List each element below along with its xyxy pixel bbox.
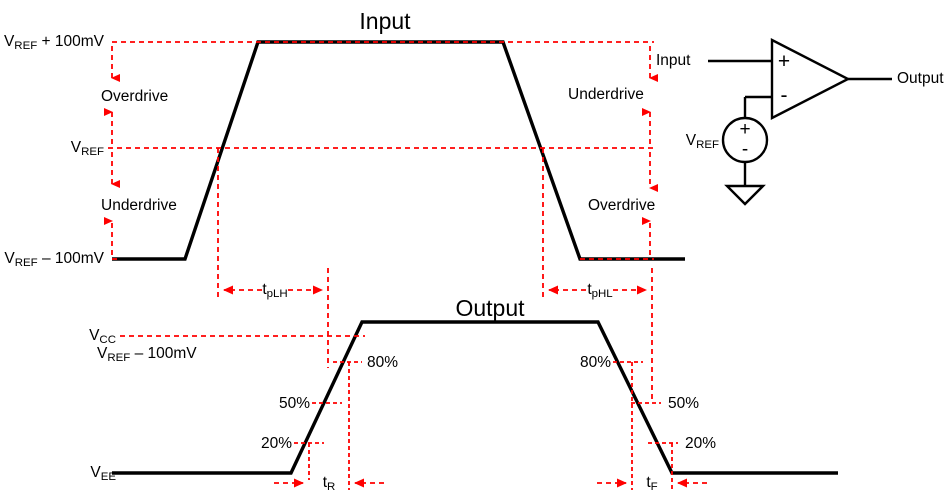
vee-label: VEE (90, 464, 116, 483)
tphl-label: tpHL (587, 281, 613, 300)
rise-percent-markers (294, 361, 362, 490)
vref-plus-100mv-label: VREF + 100mV (3, 33, 104, 52)
fall-20-percent-label: 20% (685, 435, 717, 452)
opamp-plus-terminal: + (777, 50, 791, 73)
fall-80-percent-label: 80% (579, 354, 611, 371)
source-plus-symbol: + (739, 119, 751, 140)
tr-label: tR (322, 474, 336, 493)
rise-80-percent-label: 80% (367, 354, 399, 371)
fall-percent-markers (613, 361, 678, 490)
opamp-minus-terminal: - (780, 84, 788, 107)
input-title: Input (359, 8, 411, 34)
output-title: Output (455, 295, 525, 321)
tplh-label: tpLH (262, 281, 288, 300)
overdrive-right-label: Overdrive (588, 197, 656, 214)
input-crossing-droppers (217, 148, 653, 400)
circuit-vref-label: VREF (685, 132, 719, 151)
output-waveform (112, 320, 838, 475)
vref-minus-100mv-label: VREF – 100mV (4, 250, 104, 269)
vcc-note-label: VREF – 100mV (97, 345, 197, 364)
opamp-triangle-body (770, 38, 851, 120)
fall-50-percent-label: 50% (668, 395, 700, 412)
input-level-guides (108, 41, 654, 260)
overdrive-left-label: Overdrive (101, 88, 169, 105)
tf-label: tF (646, 474, 658, 493)
circuit-input-label: Input (656, 52, 691, 69)
input-waveform (112, 40, 685, 261)
source-minus-symbol: - (741, 139, 749, 160)
circuit-output-label: Output (897, 70, 944, 87)
underdrive-left-label: Underdrive (101, 197, 177, 214)
rise-20-percent-label: 20% (260, 435, 292, 452)
ground-symbol (724, 184, 766, 206)
rise-50-percent-label: 50% (278, 395, 310, 412)
underdrive-right-label: Underdrive (568, 86, 644, 103)
vcc-label: VCC (89, 327, 116, 346)
comparator-circuit (708, 38, 892, 206)
vref-label: VREF (70, 139, 104, 158)
